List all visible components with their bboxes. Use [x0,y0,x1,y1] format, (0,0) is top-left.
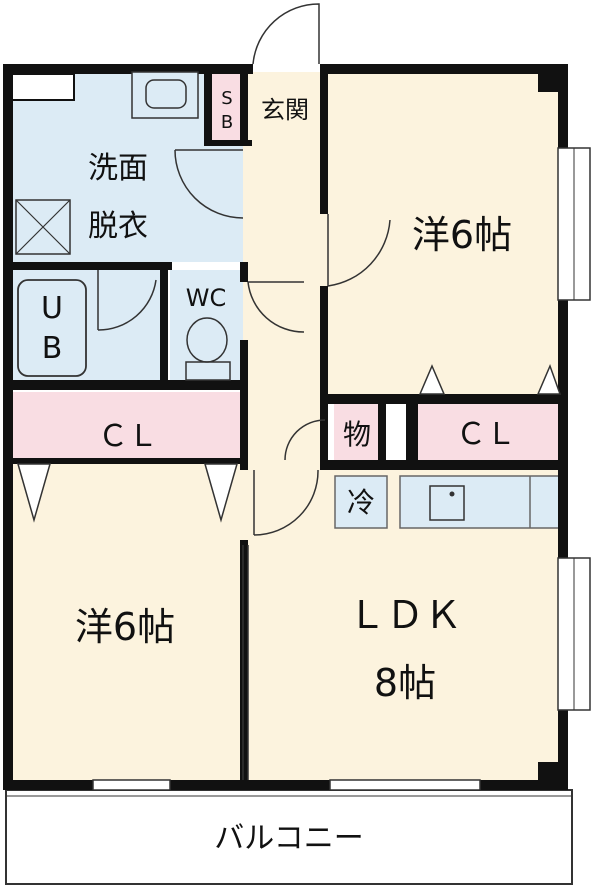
bathtub [17,279,87,377]
shoe-box [212,72,243,142]
entrance-label: 玄関 [261,96,309,124]
bedroom-ne-floor [328,72,560,394]
storage-door [284,419,326,461]
shoe-box-label-s: S [221,88,232,109]
storage-label: 物 [343,418,371,451]
washing-machine-pan [15,199,71,255]
toilet-door [247,281,305,333]
toilet-floor [170,270,243,382]
bedroom-sw-label: 洋6帖 [75,605,175,649]
entrance-door [252,3,320,65]
closet-right-door-1 [418,364,446,395]
bath-label-b: B [42,331,63,366]
bath-label-u: U [41,291,63,326]
closet-right-door-2 [536,363,562,395]
window-ldk-sash [329,779,481,791]
bedroom-ne-door [327,214,391,287]
washroom-corner-block [11,73,75,101]
storage-floor [334,404,380,460]
closet-left-door-2 [204,463,238,523]
closet-left-floor [12,392,243,462]
balcony-area [5,789,573,885]
ldk-door [253,469,319,536]
balcony-label: バルコニー [214,821,363,856]
ldk-label-1: ＬＤＫ [348,593,462,637]
bath-floor [12,270,162,382]
sliding-door-sw [242,545,249,780]
fridge-space [334,475,388,529]
washroom-label-1: 洗面 [88,151,148,186]
window-sw-sash [92,779,171,791]
closet-left-door-1 [17,463,51,523]
bath-door [97,270,157,331]
washbasin-bowl [145,79,187,109]
closet-right-label: ＣＬ [456,417,516,452]
kitchen-sink [429,485,465,521]
toilet-bowl [186,317,228,363]
washroom-door [174,149,244,219]
kitchen-counter [399,475,561,529]
hallway-floor [243,72,328,470]
bedroom-sw-floor [12,462,243,780]
washbasin [131,71,199,119]
toilet-label: WC [186,284,227,312]
closet-left-label: ＣＬ [98,419,158,454]
shoe-box-label-b: B [221,112,233,133]
ldk-label-2: 8帖 [374,661,436,705]
bedroom-ne-label: 洋6帖 [412,213,512,257]
washroom-label-2: 脱衣 [88,209,148,244]
fridge-label: 冷 [347,486,375,519]
closet-right-floor [418,404,560,460]
